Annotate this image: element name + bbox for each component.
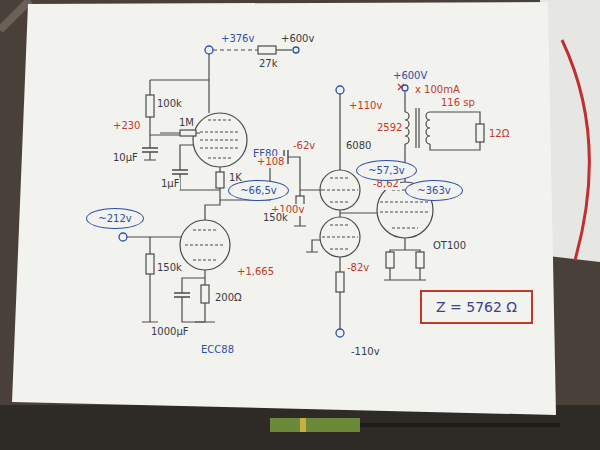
resistor-symbol <box>146 95 154 117</box>
tube-symbol <box>320 217 360 257</box>
wire <box>127 50 480 329</box>
tube-symbol <box>200 120 240 158</box>
value-label: 116 sp <box>440 97 476 109</box>
resistor-symbol <box>416 252 424 268</box>
node-text: ~66,5v <box>240 185 277 196</box>
transformer-symbol <box>405 112 409 144</box>
resistor-symbol <box>180 130 196 136</box>
wire <box>339 257 340 329</box>
background-photo <box>270 418 360 432</box>
resistor-symbol <box>201 285 209 303</box>
background-photo <box>562 40 589 260</box>
wire <box>430 112 480 150</box>
background-photo <box>300 418 306 432</box>
node-text: ~212v <box>98 213 131 224</box>
value-label: 27k <box>258 58 279 70</box>
wire <box>220 157 322 200</box>
value-label: +108 <box>256 156 285 168</box>
resistor-symbol <box>146 254 154 274</box>
transformer-symbol <box>405 108 430 148</box>
resistor-symbol <box>386 252 394 268</box>
wire <box>180 145 220 190</box>
wire <box>340 94 377 217</box>
wire <box>127 237 182 322</box>
tube-symbol <box>180 220 230 270</box>
measured-voltage: ~57,3v <box>356 160 417 181</box>
value-label: ECC88 <box>200 344 235 356</box>
resistor-symbol <box>216 172 224 188</box>
tube-symbol <box>322 225 358 249</box>
value-label: 1µF <box>160 178 180 190</box>
resistor-symbol <box>336 272 344 292</box>
wire <box>150 80 209 135</box>
value-label: 1000µF <box>150 326 190 338</box>
paper-sheet <box>12 2 556 415</box>
value-label: +110v <box>348 100 383 112</box>
measured-voltage: ~363v <box>405 180 463 201</box>
tube-symbol <box>193 113 247 167</box>
value-label: 2592 <box>376 122 403 134</box>
transformer-symbol <box>416 108 419 148</box>
value-label: -62v <box>292 140 316 152</box>
value-label: 12Ω <box>488 128 510 140</box>
tube-symbol <box>185 230 225 260</box>
measured-voltage: ~212v <box>86 208 144 229</box>
tube-symbol <box>322 178 358 202</box>
value-label: +600V <box>392 70 428 82</box>
transformer-symbol <box>426 112 430 144</box>
wire <box>208 54 209 113</box>
terminal-symbol <box>336 329 344 337</box>
value-label: +230 <box>112 120 141 132</box>
wire <box>213 49 258 50</box>
measured-voltage: ~66,5v <box>228 180 289 201</box>
node-text: Z = 5762 Ω <box>436 299 517 315</box>
tube-symbol <box>320 170 360 210</box>
background-photo <box>360 423 560 427</box>
resistor-symbol <box>146 46 484 303</box>
value-label: 150k <box>156 262 183 274</box>
value-label: 200Ω <box>214 292 243 304</box>
paper-sheet <box>12 2 556 415</box>
terminal-symbol <box>336 86 344 94</box>
background-photo <box>0 0 30 30</box>
terminal-symbol <box>402 85 408 91</box>
resistor-symbol <box>476 124 484 142</box>
terminal-symbol <box>293 47 299 53</box>
value-label: 150k <box>262 212 289 224</box>
capacitor-symbol <box>174 293 190 297</box>
node-text: ~57,3v <box>368 165 405 176</box>
wire <box>384 238 426 280</box>
value-label: 100k <box>156 98 183 110</box>
terminal-symbol <box>119 233 127 241</box>
value-label: x 100mA <box>414 84 461 96</box>
value-label: +600v <box>280 33 315 45</box>
value-label: 10µF <box>112 152 139 164</box>
wire <box>306 240 320 252</box>
value-label: +1,665 <box>236 266 275 278</box>
wire <box>276 49 292 50</box>
value-label: 6080 <box>345 140 372 152</box>
capacitor-symbol <box>172 170 188 174</box>
terminal-symbol <box>119 46 408 337</box>
value-label: OT100 <box>432 240 467 252</box>
value-label: -82v <box>346 262 370 274</box>
node-text: ~363v <box>417 185 450 196</box>
capacitor-symbol <box>142 148 288 297</box>
resistor-symbol <box>258 46 276 54</box>
value-label: 1M <box>178 117 195 129</box>
terminal-symbol <box>205 46 213 54</box>
capacitor-symbol <box>142 148 158 152</box>
impedance-box: Z = 5762 Ω <box>420 290 533 324</box>
tube-symbol <box>180 113 433 270</box>
value-label: +376v <box>220 33 255 45</box>
value-label: -110v <box>350 346 381 358</box>
